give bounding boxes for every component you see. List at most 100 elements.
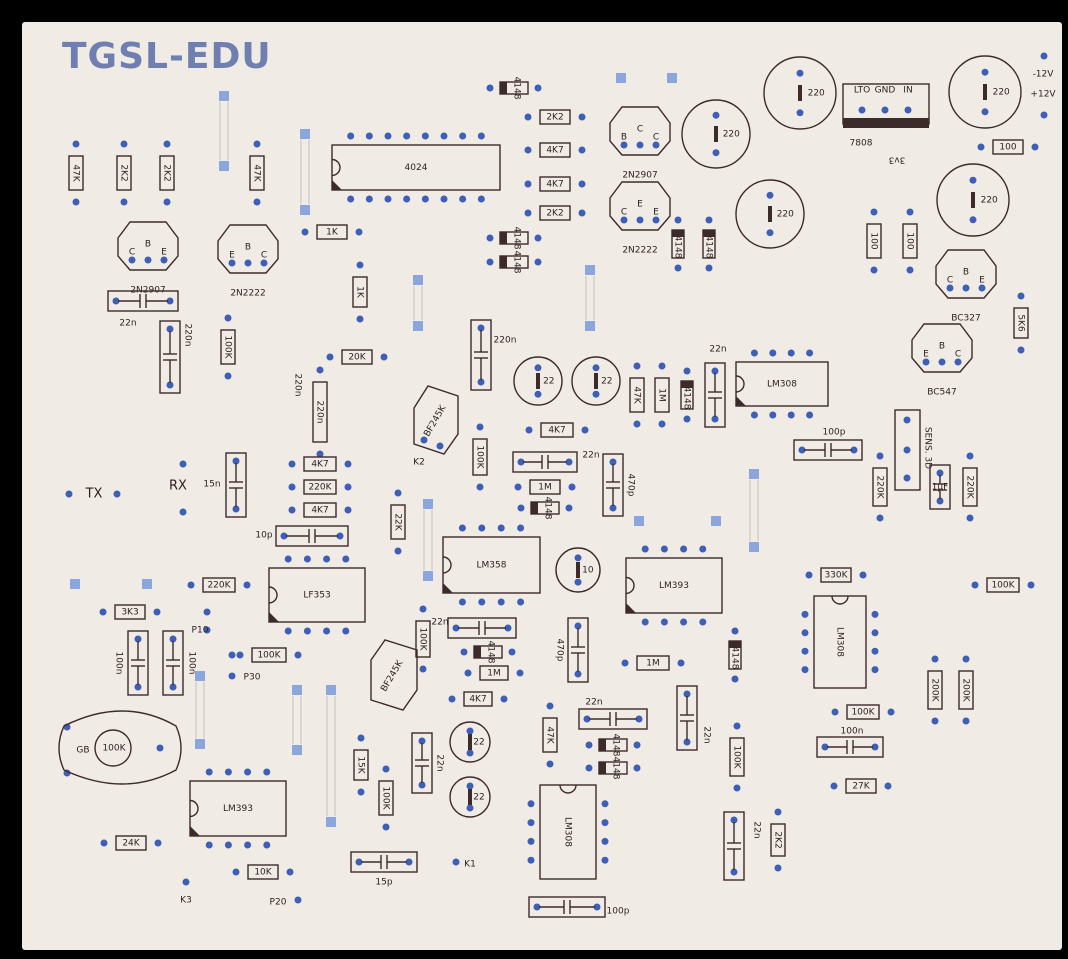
pad	[578, 209, 586, 217]
pad	[674, 216, 682, 224]
pad	[477, 378, 485, 386]
square-pad	[711, 516, 721, 526]
pad	[244, 259, 252, 267]
pad	[903, 446, 911, 454]
ic-body	[625, 557, 723, 614]
pad	[228, 651, 236, 659]
capacitor-outline	[704, 362, 726, 428]
pad	[705, 216, 713, 224]
pad	[565, 504, 573, 512]
pad	[263, 841, 271, 849]
pad	[99, 608, 107, 616]
capacitor-outline	[162, 630, 184, 696]
transistor-outline	[935, 249, 997, 299]
diode-band	[672, 230, 684, 237]
pad	[344, 506, 352, 514]
rx-label: RX	[169, 479, 187, 494]
pad	[683, 738, 691, 746]
pad	[1040, 111, 1048, 119]
pad	[382, 765, 390, 773]
pad	[382, 823, 390, 831]
pad	[798, 446, 806, 454]
pad	[459, 195, 467, 203]
pad	[565, 458, 573, 466]
resistor-value: 47K	[545, 726, 555, 744]
capacitor-value: 22n	[702, 726, 712, 743]
pad	[357, 788, 365, 796]
square-pad	[749, 542, 759, 552]
resistor	[352, 276, 368, 308]
pad	[478, 598, 486, 606]
capacitor-value: 10p	[255, 531, 272, 541]
pad	[384, 195, 392, 203]
pad	[711, 367, 719, 375]
pad	[342, 627, 350, 635]
pad	[303, 555, 311, 563]
pad	[796, 69, 804, 77]
transistor-pin: C	[947, 276, 953, 286]
pad	[680, 618, 688, 626]
resistor-value: 2K2	[546, 209, 563, 219]
capacitor-outline	[107, 290, 179, 312]
pad	[884, 782, 892, 790]
transistor-pin: E	[979, 276, 985, 286]
pad	[460, 648, 468, 656]
pad	[730, 816, 738, 824]
transistor-pin: C	[955, 350, 961, 360]
pad	[787, 411, 795, 419]
pad-layer	[63, 52, 1048, 911]
capacitor-outline	[793, 439, 863, 461]
pad	[466, 804, 474, 812]
pad	[163, 198, 171, 206]
pad	[169, 635, 177, 643]
diode-label: 4148	[682, 387, 692, 410]
ic-body	[539, 784, 597, 880]
pad	[72, 140, 80, 148]
pad	[534, 258, 542, 266]
pad	[486, 234, 494, 242]
resistor	[1013, 307, 1029, 339]
diode-band	[599, 762, 606, 774]
pad	[336, 532, 344, 540]
pad	[316, 366, 324, 374]
pad	[458, 598, 466, 606]
ic-body	[735, 361, 829, 407]
pad	[228, 672, 236, 680]
diode-band	[500, 232, 507, 244]
resistor	[390, 504, 406, 540]
pad	[903, 416, 911, 424]
pad	[403, 195, 411, 203]
pad	[633, 741, 641, 749]
resistor-value: 1K	[326, 228, 339, 238]
transistor-pin: C	[129, 248, 135, 258]
pad	[534, 84, 542, 92]
pad	[500, 695, 508, 703]
resistor	[303, 479, 337, 495]
square-pad	[292, 745, 302, 755]
pad	[609, 458, 617, 466]
pad	[527, 800, 535, 808]
pad	[658, 362, 666, 370]
capacitor-value: 15p	[375, 878, 392, 888]
pad	[403, 132, 411, 140]
resistor	[866, 223, 882, 259]
pad	[232, 868, 240, 876]
pad	[303, 627, 311, 635]
pad	[394, 547, 402, 555]
capacitor-value: 22n	[709, 345, 726, 355]
pad	[904, 106, 912, 114]
pad	[134, 683, 142, 691]
pad	[466, 782, 474, 790]
resistor	[303, 502, 337, 518]
square-pad	[326, 685, 336, 695]
pad	[160, 256, 168, 264]
pad	[100, 839, 108, 847]
capacitor-value: 220	[723, 130, 740, 140]
transistor-pin: C	[621, 208, 627, 218]
pad	[620, 216, 628, 224]
capacitor-value: 22	[543, 377, 554, 387]
capacitor-value: 100n	[187, 652, 197, 675]
pad	[750, 411, 758, 419]
